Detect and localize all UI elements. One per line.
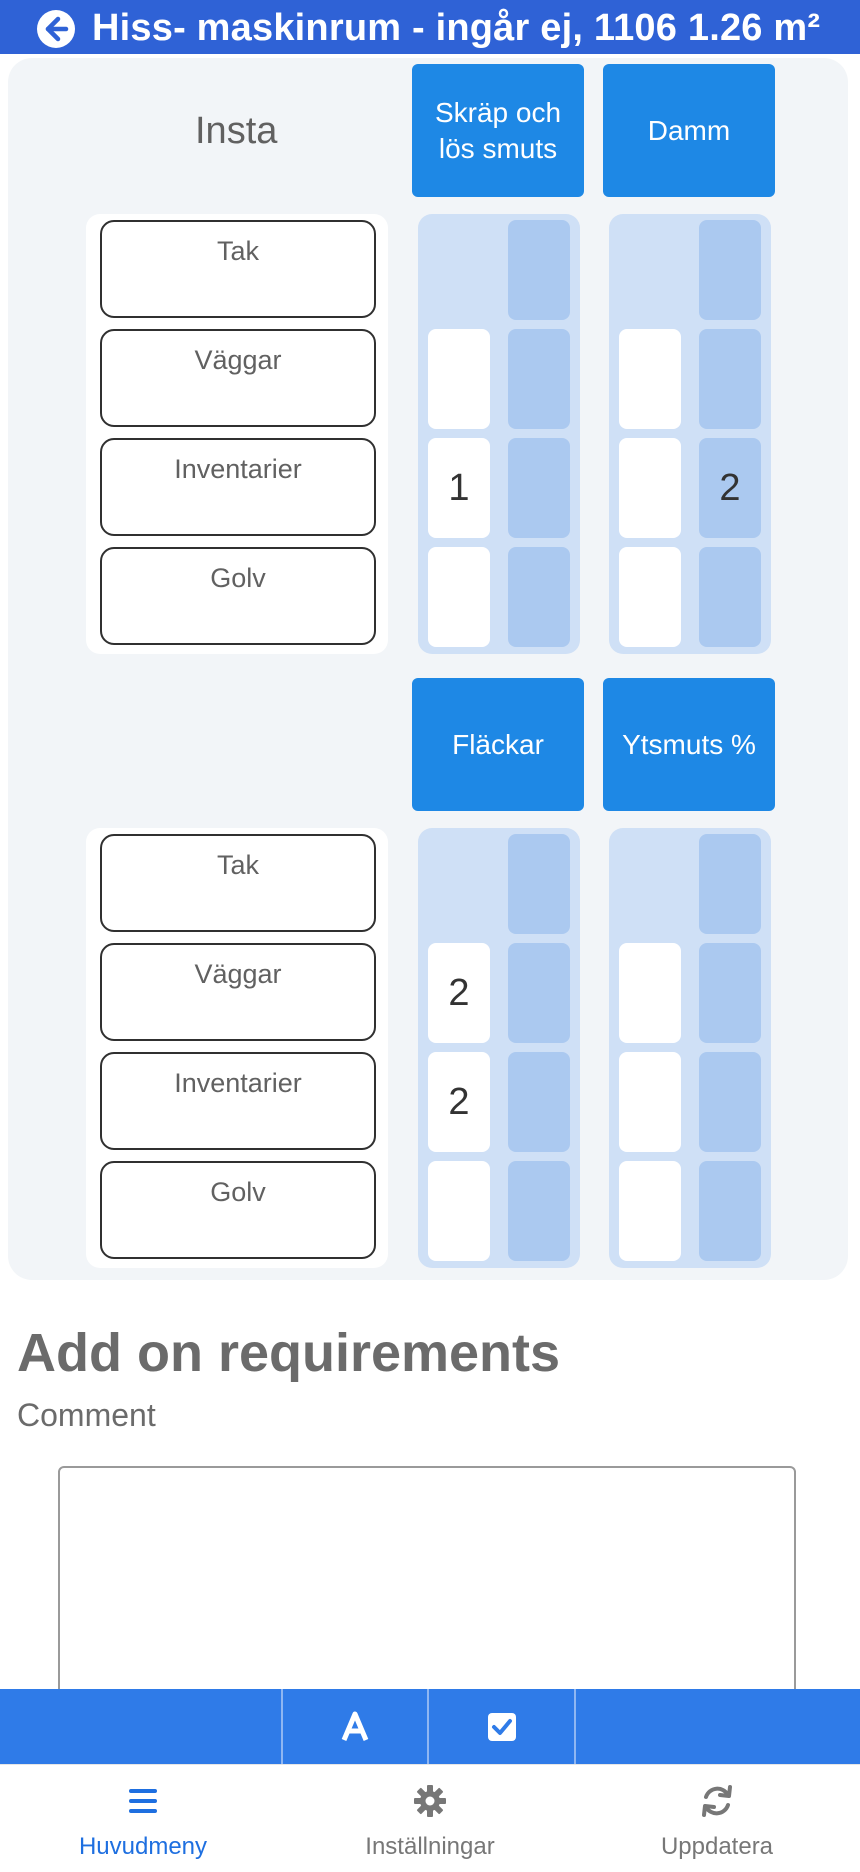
cell-input[interactable] <box>619 329 681 429</box>
row-button-tak[interactable]: Tak <box>100 834 376 932</box>
cell-input <box>619 834 681 934</box>
cell-value[interactable] <box>508 1052 570 1152</box>
column-header-label: Ytsmuts % <box>622 728 756 760</box>
menu-lines-icon <box>129 1789 157 1813</box>
nav-label: Inställningar <box>365 1833 495 1860</box>
cell-value[interactable]: 2 <box>699 438 761 538</box>
row-panel: Tak Väggar Inventarier Golv <box>86 828 388 1268</box>
column-header-damm[interactable]: Damm <box>603 64 775 197</box>
row-button-inventarier[interactable]: Inventarier <box>100 438 376 536</box>
cell-value[interactable] <box>508 547 570 647</box>
row-header-label: Insta <box>195 110 278 152</box>
comment-textarea[interactable] <box>58 1466 796 1706</box>
requirements-title: Add on requirements <box>17 1323 561 1383</box>
app-header: Hiss- maskinrum - ingår ej, 1106 1.26 m² <box>0 0 860 54</box>
cell-value[interactable] <box>508 329 570 429</box>
cell-value[interactable] <box>699 547 761 647</box>
cell-input[interactable] <box>619 1161 681 1261</box>
cell-input <box>619 220 681 320</box>
nav-label: Huvudmeny <box>78 1833 208 1860</box>
row-button-golv[interactable]: Golv <box>100 1161 376 1259</box>
cell-input[interactable] <box>428 329 490 429</box>
cell-value[interactable] <box>699 220 761 320</box>
font-a-icon[interactable] <box>335 1707 375 1747</box>
column-header-label: Fläckar <box>452 728 544 760</box>
column-header-skrap[interactable]: Skräp och lös smuts <box>412 64 584 197</box>
checkbox-icon[interactable] <box>482 1707 522 1747</box>
cell-input[interactable] <box>619 1052 681 1152</box>
column-header-label: Damm <box>647 114 731 146</box>
row-button-golv[interactable]: Golv <box>100 547 376 645</box>
comment-label: Comment <box>17 1397 156 1433</box>
cell-value[interactable] <box>508 943 570 1043</box>
cell-input[interactable] <box>619 547 681 647</box>
cell-input <box>428 834 490 934</box>
row-button-inventarier[interactable]: Inventarier <box>100 1052 376 1150</box>
column-header-flackar[interactable]: Fläckar <box>412 678 584 811</box>
cell-value[interactable] <box>508 438 570 538</box>
cell-input[interactable] <box>428 547 490 647</box>
arrow-left-circle-icon[interactable] <box>36 9 76 49</box>
nav-item-huvudmeny[interactable]: Huvudmeny <box>0 1765 286 1872</box>
row-panel: Tak Väggar Inventarier Golv <box>86 214 388 654</box>
cell-value[interactable] <box>508 220 570 320</box>
cell-value[interactable] <box>699 329 761 429</box>
cell-column-flackar: 2 2 <box>418 828 580 1268</box>
cell-input <box>428 220 490 320</box>
cell-value[interactable] <box>699 943 761 1043</box>
nav-item-installningar[interactable]: Inställningar <box>287 1765 573 1872</box>
nav-item-uppdatera[interactable]: Uppdatera <box>574 1765 860 1872</box>
cell-column-damm: 2 <box>609 214 771 654</box>
toolbar-divider <box>574 1689 576 1764</box>
column-header-label: Skräp och lös smuts <box>434 96 562 164</box>
cell-input[interactable]: 1 <box>428 438 490 538</box>
cell-column-skrap: 1 <box>418 214 580 654</box>
row-button-tak[interactable]: Tak <box>100 220 376 318</box>
toolbar-divider <box>281 1689 283 1764</box>
cell-input[interactable] <box>619 943 681 1043</box>
formatting-toolbar <box>0 1689 860 1764</box>
cell-value[interactable] <box>699 1161 761 1261</box>
cell-input[interactable]: 2 <box>428 1052 490 1152</box>
cell-input[interactable] <box>619 438 681 538</box>
gear-icon <box>414 1785 446 1817</box>
cell-column-ytsmuts <box>609 828 771 1268</box>
nav-label: Uppdatera <box>660 1833 774 1860</box>
cell-value[interactable] <box>699 1052 761 1152</box>
row-button-vaggar[interactable]: Väggar <box>100 329 376 427</box>
toolbar-divider <box>427 1689 429 1764</box>
page-title: Hiss- maskinrum - ingår ej, 1106 1.26 m² <box>92 7 821 49</box>
cell-value[interactable] <box>508 1161 570 1261</box>
refresh-icon <box>702 1785 732 1817</box>
bottom-navigation: Huvudmeny Inställningar Uppdat <box>0 1764 860 1872</box>
column-header-ytsmuts[interactable]: Ytsmuts % <box>603 678 775 811</box>
cell-input[interactable] <box>428 1161 490 1261</box>
cell-value[interactable] <box>699 834 761 934</box>
row-button-vaggar[interactable]: Väggar <box>100 943 376 1041</box>
cell-value[interactable] <box>508 834 570 934</box>
cell-input[interactable]: 2 <box>428 943 490 1043</box>
